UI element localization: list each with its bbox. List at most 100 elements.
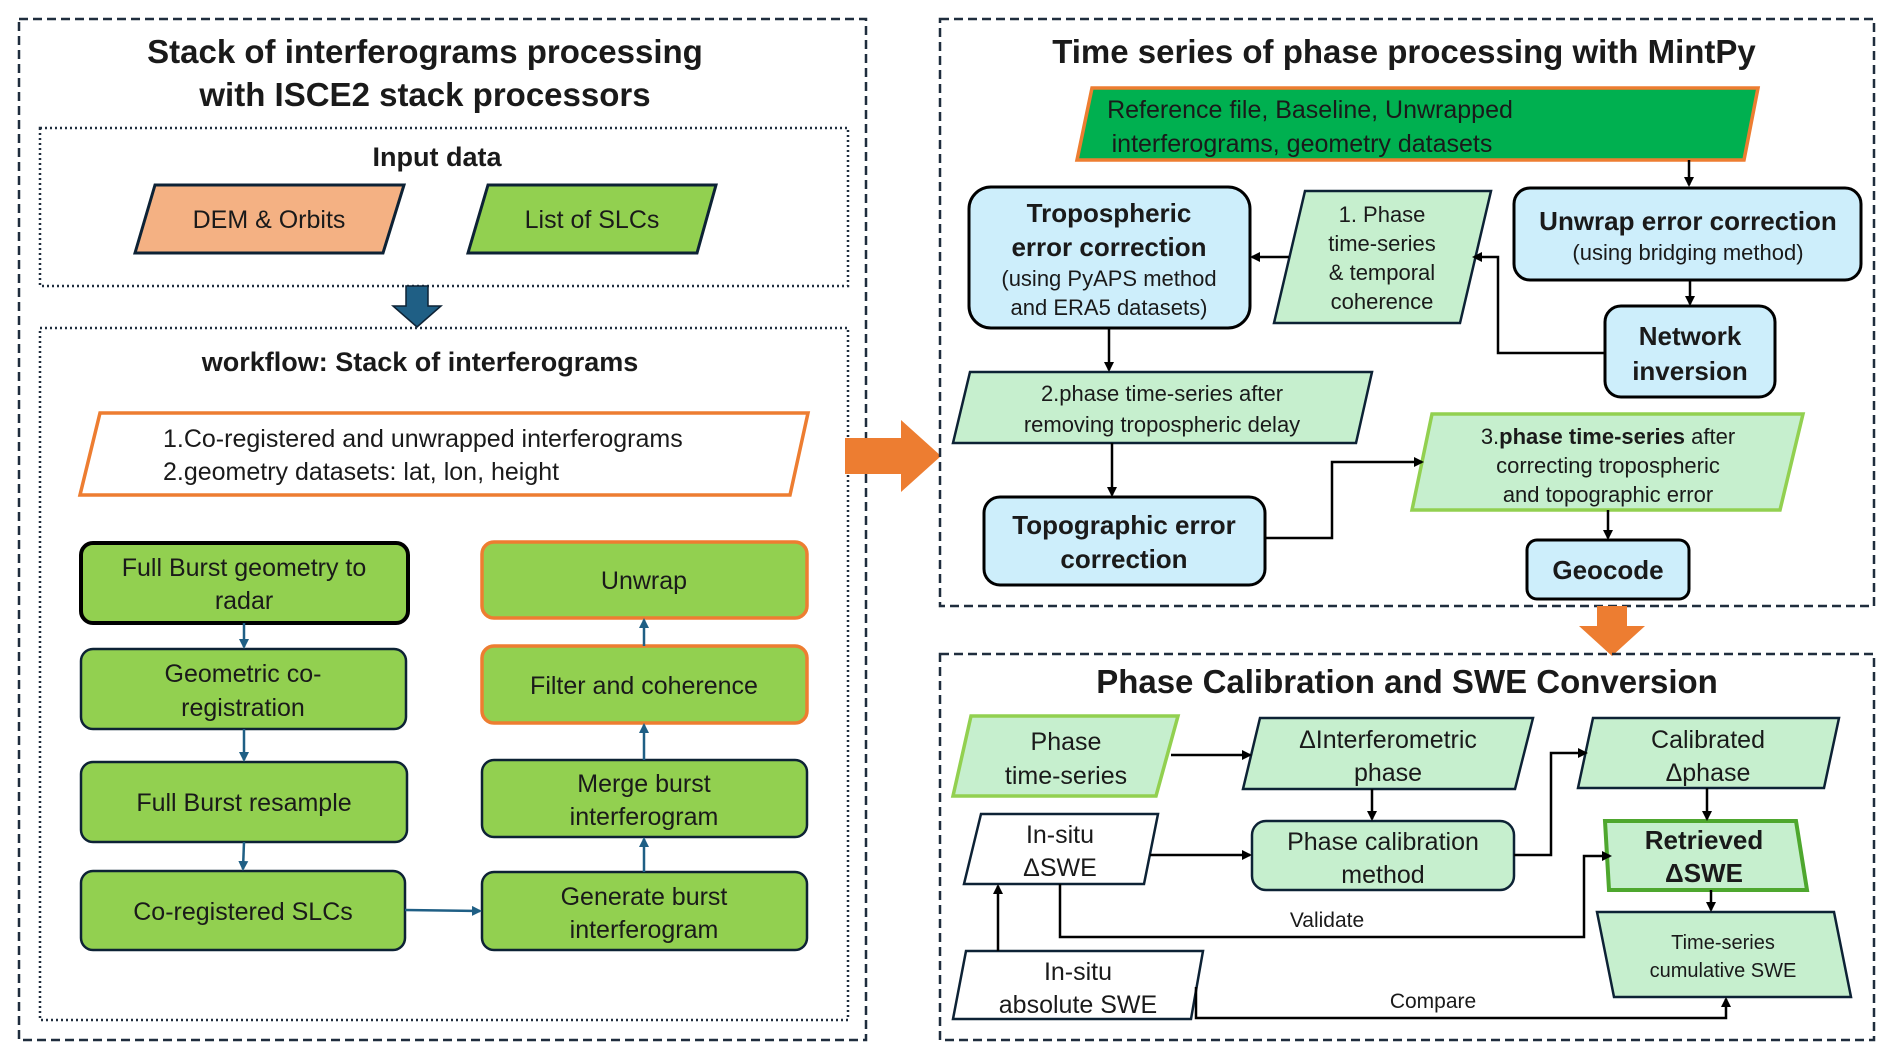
generate-burst-label-2: interferogram [570, 916, 719, 944]
phase-ts-1-label-1: 1. Phase [1339, 202, 1426, 227]
workflow-output-2: 2.geometry datasets: lat, lon, height [163, 458, 559, 486]
workflow-outputs-node[interactable] [77, 411, 811, 497]
input-data-group: Input data DEM & Orbits List of SLCs [38, 126, 850, 288]
geometric-coregistration-label-1: Geometric co- [165, 660, 322, 688]
mintpy-to-swe-arrow [1579, 606, 1645, 656]
isce-panel-border [17, 17, 868, 1042]
unwrap-error-title: Unwrap error correction [1539, 206, 1837, 236]
list-of-slcs-node[interactable] [465, 183, 718, 255]
geometric-coregistration-label-2: registration [181, 694, 305, 722]
geocode-node[interactable] [1525, 538, 1691, 601]
geocode-label: Geocode [1552, 555, 1663, 585]
mintpy-input-label-1: Reference file, Baseline, Unwrapped [1107, 96, 1513, 124]
isce-to-mintpy-arrow [845, 420, 941, 492]
insitu-absolute-label-2: absolute SWE [999, 991, 1157, 1019]
phase-ts-1-label-2: time-series [1328, 231, 1436, 256]
phase-calibration-label-2: method [1341, 861, 1424, 889]
merge-burst-label-1: Merge burst [577, 770, 710, 798]
delta-interferometric-node[interactable] [1241, 716, 1535, 791]
filter-coherence-label: Filter and coherence [530, 672, 758, 700]
phase-ts-3-bold: phase time-series [1499, 424, 1685, 449]
network-inversion-label-1: Network [1639, 321, 1742, 351]
retrieved-label-2: ΔSWE [1665, 858, 1743, 888]
insitu-absolute-label-1: In-situ [1044, 958, 1112, 986]
unwrap-error-note: (using bridging method) [1572, 240, 1803, 265]
unwrap-label: Unwrap [601, 567, 687, 595]
edge-validate [1058, 851, 1612, 939]
insitu-delta-swe-label-1: In-situ [1026, 821, 1094, 849]
swe-phase-ts-label-2: time-series [1005, 762, 1127, 790]
swe-phase-ts-label-1: Phase [1031, 728, 1102, 756]
tropospheric-note-2: and ERA5 datasets) [1011, 295, 1208, 320]
calibrated-phase-label-2: Δphase [1666, 759, 1751, 787]
insitu-absolute-swe-node[interactable] [951, 949, 1205, 1021]
phase-ts-3-prefix: 3. [1481, 424, 1499, 449]
validate-label: Validate [1290, 909, 1364, 932]
coregistered-slcs-label: Co-registered SLCs [133, 898, 353, 926]
network-inversion-node[interactable] [1603, 304, 1777, 399]
insitu-delta-swe-label-2: ΔSWE [1023, 854, 1097, 882]
phase-ts-1-label-4: coherence [1331, 289, 1434, 314]
mintpy-panel-border [938, 17, 1876, 608]
topographic-label-2: correction [1060, 544, 1187, 574]
mintpy-panel-title: Time series of phase processing with Min… [1052, 33, 1756, 70]
phase-ts-2-label-2: removing tropospheric delay [1024, 412, 1300, 437]
swe-panel: Phase Calibration and SWE Conversion Pha… [938, 652, 1876, 1042]
isce-panel-title-line2: with ISCE2 stack processors [198, 76, 650, 113]
phase-ts-3-label-2: correcting tropospheric [1496, 453, 1720, 478]
dem-orbits-label: DEM & Orbits [193, 206, 346, 234]
workflow-title: workflow: Stack of interferograms [201, 347, 639, 377]
full-burst-geometry-label-2: radar [215, 587, 273, 615]
calibrated-phase-label-1: Calibrated [1651, 726, 1765, 754]
tropospheric-title-1: Tropospheric [1027, 198, 1192, 228]
phase-calibration-label-1: Phase calibration [1287, 828, 1479, 856]
merge-burst-label-2: interferogram [570, 803, 719, 831]
cumulative-swe-node[interactable] [1595, 910, 1853, 999]
mintpy-input-node[interactable] [1074, 86, 1761, 162]
topographic-correction-node[interactable] [982, 495, 1267, 587]
edge-slcs-to-generate [404, 905, 482, 916]
phase-ts-3-suffix: after [1685, 424, 1735, 449]
cumulative-swe-label-1: Time-series [1671, 932, 1775, 954]
edge-compare [1194, 987, 1731, 1020]
network-inversion-label-2: inversion [1632, 356, 1748, 386]
full-burst-resample-label: Full Burst resample [136, 789, 351, 817]
edge-calibration-to-calibrated [1514, 748, 1588, 857]
isce-panel-title-line1: Stack of interferograms processing [147, 33, 703, 70]
delta-interferometric-label-1: ΔInterferometric [1299, 726, 1477, 754]
mintpy-input-label-2: interferograms, geometry datasets [1112, 130, 1493, 158]
swe-phase-ts-node[interactable] [950, 714, 1181, 798]
retrieved-delta-swe-node[interactable] [1602, 819, 1810, 892]
phase-ts-3-node[interactable] [1409, 412, 1806, 512]
input-data-title: Input data [373, 142, 503, 172]
input-data-border [38, 126, 850, 288]
edge-topographic-to-phase-ts-3 [1265, 457, 1424, 540]
list-of-slcs-label: List of SLCs [525, 206, 660, 234]
phase-ts-1-label-3: & temporal [1329, 260, 1435, 285]
compare-label: Compare [1390, 990, 1476, 1013]
edge-resample-to-slcs [238, 841, 249, 871]
calibrated-phase-node[interactable] [1576, 716, 1841, 790]
retrieved-label-1: Retrieved [1645, 825, 1764, 855]
edge-network-to-phase-ts-1 [1472, 252, 1605, 355]
generate-burst-label-1: Generate burst [561, 883, 728, 911]
cumulative-swe-label-2: cumulative SWE [1650, 960, 1797, 982]
dem-orbits-node[interactable] [132, 183, 407, 255]
phase-ts-3-label-3: and topographic error [1503, 482, 1713, 507]
phase-ts-2-label-1: 2.phase time-series after [1041, 381, 1283, 406]
workflow-output-1: 1.Co-registered and unwrapped interferog… [163, 425, 683, 453]
full-burst-geometry-label-1: Full Burst geometry to [122, 554, 367, 582]
swe-panel-border [938, 652, 1876, 1042]
topographic-label-1: Topographic error [1012, 510, 1235, 540]
tropospheric-note-1: (using PyAPS method [1001, 266, 1216, 291]
input-to-workflow-arrow [391, 285, 443, 328]
phase-ts-3-label-1: 3.phase time-series after [1481, 424, 1735, 449]
phase-ts-2-node[interactable] [951, 370, 1374, 445]
unwrap-error-node[interactable] [1512, 186, 1863, 282]
swe-panel-title: Phase Calibration and SWE Conversion [1096, 663, 1718, 700]
phase-ts-1-node[interactable] [1272, 189, 1493, 325]
tropospheric-title-2: error correction [1011, 232, 1206, 262]
mintpy-panel: Time series of phase processing with Min… [938, 17, 1876, 608]
insitu-delta-swe-node[interactable] [962, 812, 1160, 886]
